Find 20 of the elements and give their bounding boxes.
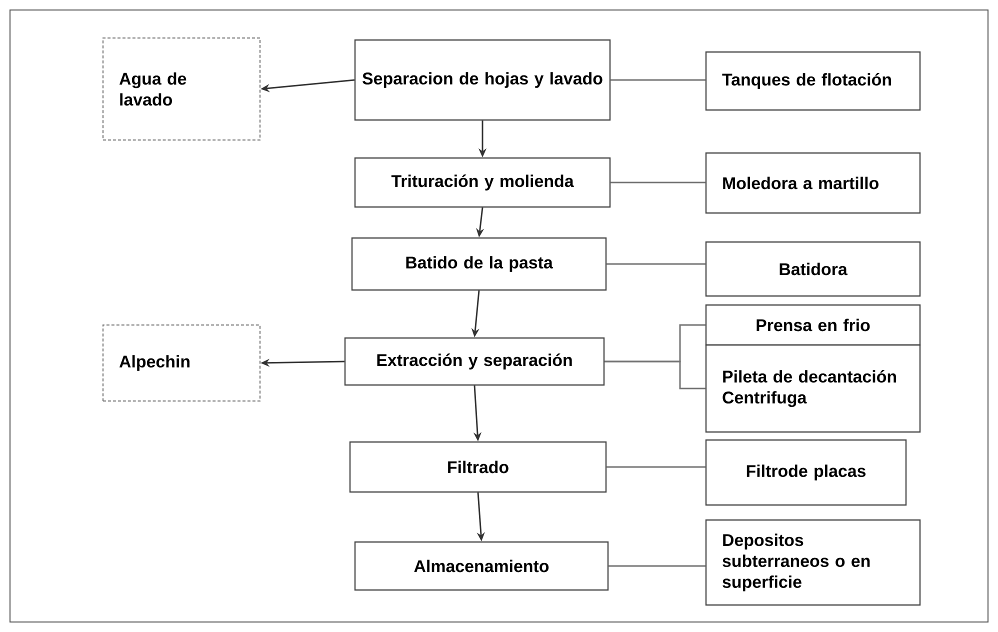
process-box: Separacion de hojas y lavado bbox=[354, 39, 611, 121]
connector-line bbox=[606, 263, 706, 265]
output-box: Agua de lavado bbox=[102, 38, 260, 140]
process-box: Extracción y separación bbox=[344, 337, 605, 386]
equipment-box: Moledora a martillo bbox=[705, 152, 921, 214]
process-box: Almacenamiento bbox=[354, 541, 609, 591]
process-box: Trituración y molienda bbox=[354, 157, 611, 208]
connector-line bbox=[608, 565, 706, 567]
output-box: Alpechin bbox=[102, 324, 260, 402]
connector-line bbox=[610, 79, 706, 81]
equipment-box: Filtrode placas bbox=[705, 439, 907, 506]
process-box: Batido de la pasta bbox=[351, 237, 607, 291]
equipment-box: Tanques de flotación bbox=[705, 51, 921, 111]
process-box: Filtrado bbox=[349, 441, 607, 493]
equipment-box: Depositos subterraneos o en superficie bbox=[705, 519, 921, 606]
equipment-box: Batidora bbox=[705, 241, 921, 297]
connector-line bbox=[604, 360, 706, 390]
connector-line bbox=[610, 182, 706, 184]
connector-line bbox=[606, 466, 706, 468]
equipment-box: Prensa en frio bbox=[705, 304, 921, 346]
